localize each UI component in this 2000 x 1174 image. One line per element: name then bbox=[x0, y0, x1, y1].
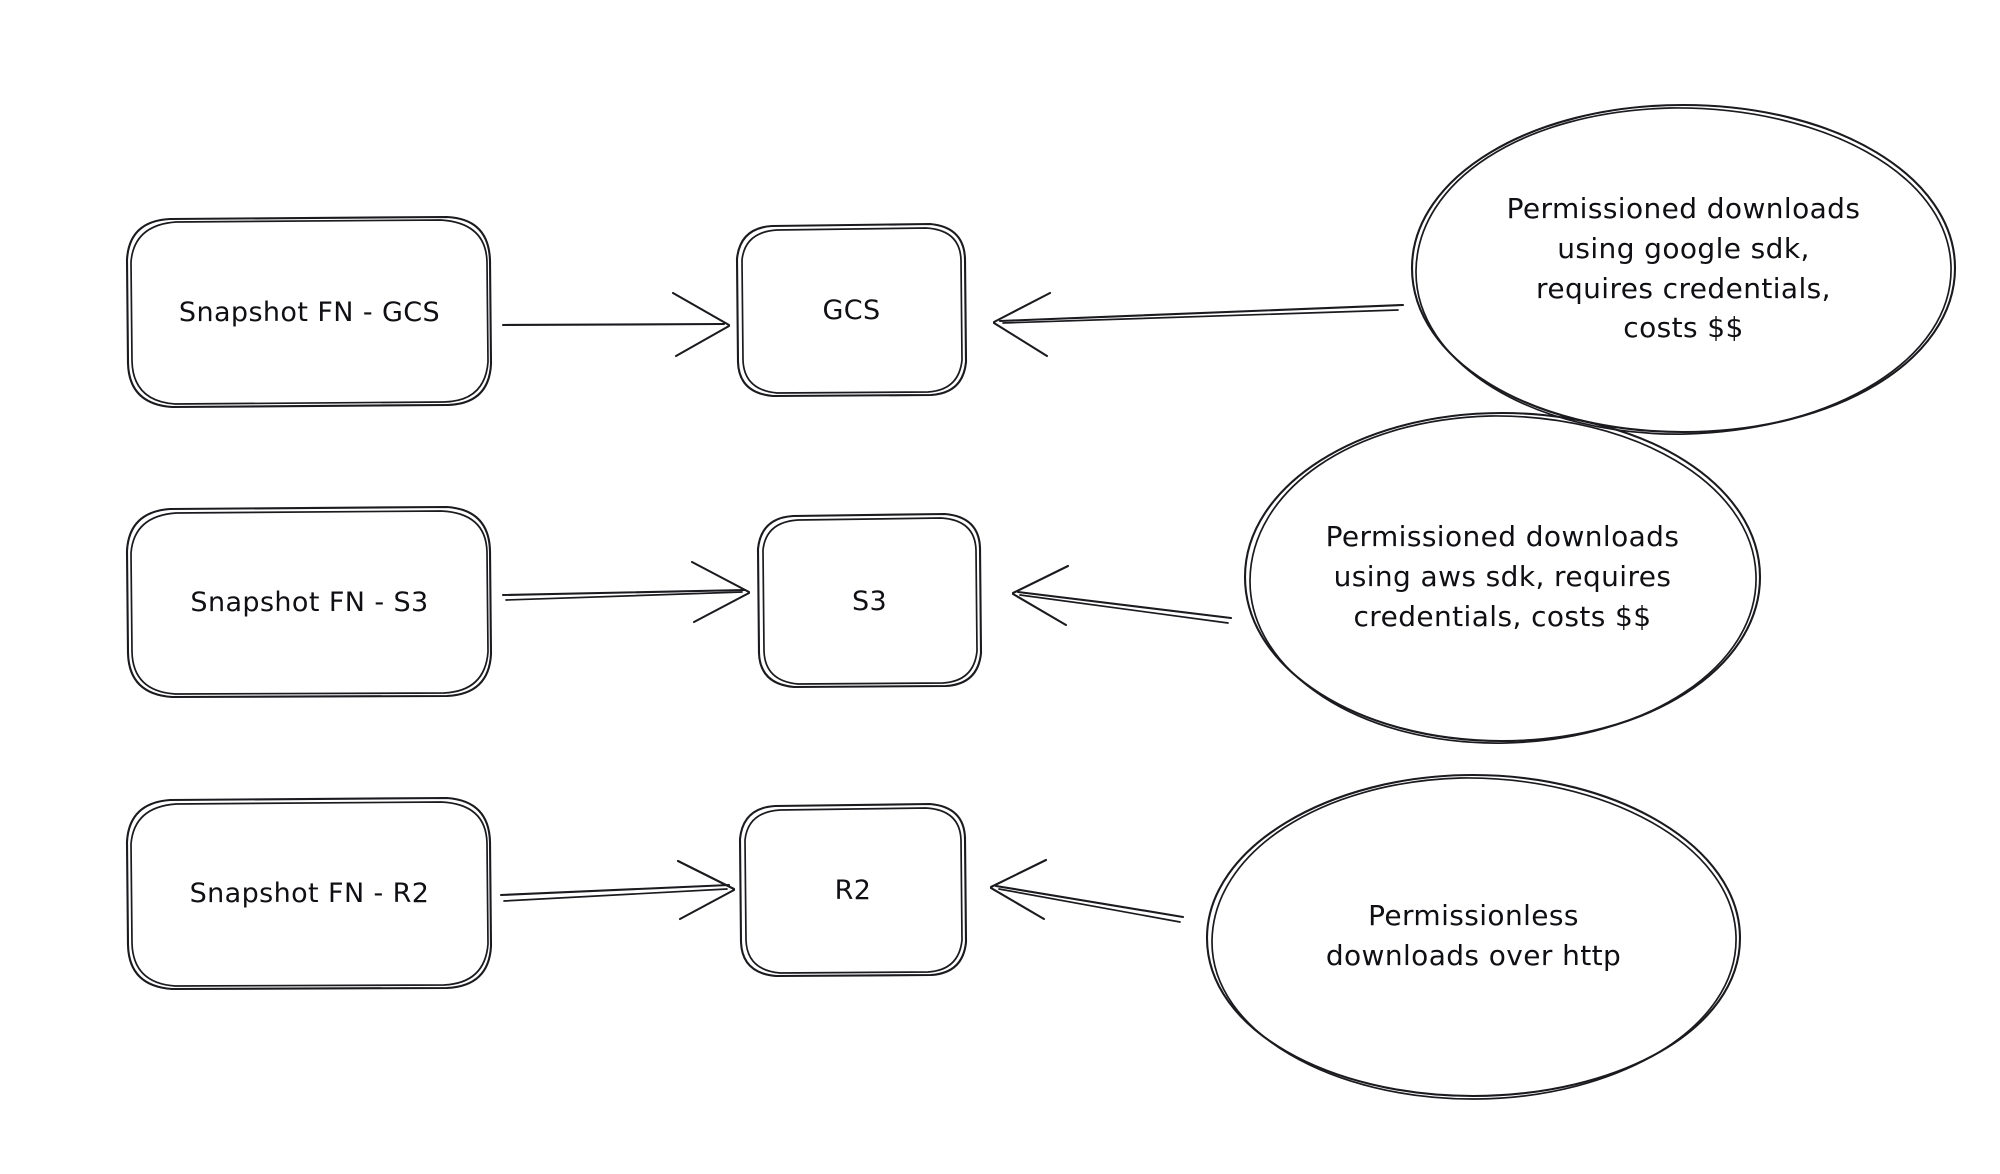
arrow-gcs-source-to-target bbox=[501, 291, 731, 358]
node-gcs[interactable] bbox=[735, 222, 968, 398]
node-r2[interactable] bbox=[738, 802, 968, 978]
arrow-gcs-note-to-target bbox=[992, 291, 1405, 358]
note-balloon-s3 bbox=[1243, 411, 1762, 744]
arrow-s3-source-to-target bbox=[501, 560, 751, 624]
note-balloon-gcs bbox=[1410, 103, 1957, 435]
node-snapshot-fn-gcs[interactable] bbox=[125, 215, 493, 409]
node-snapshot-fn-s3[interactable] bbox=[125, 505, 493, 699]
node-snapshot-fn-r2[interactable] bbox=[125, 796, 493, 991]
arrow-s3-note-to-target bbox=[1011, 564, 1233, 627]
arrow-r2-source-to-target bbox=[499, 859, 736, 921]
node-s3[interactable] bbox=[756, 512, 983, 689]
arrow-r2-note-to-target bbox=[989, 858, 1185, 923]
note-balloon-r2 bbox=[1205, 773, 1742, 1100]
